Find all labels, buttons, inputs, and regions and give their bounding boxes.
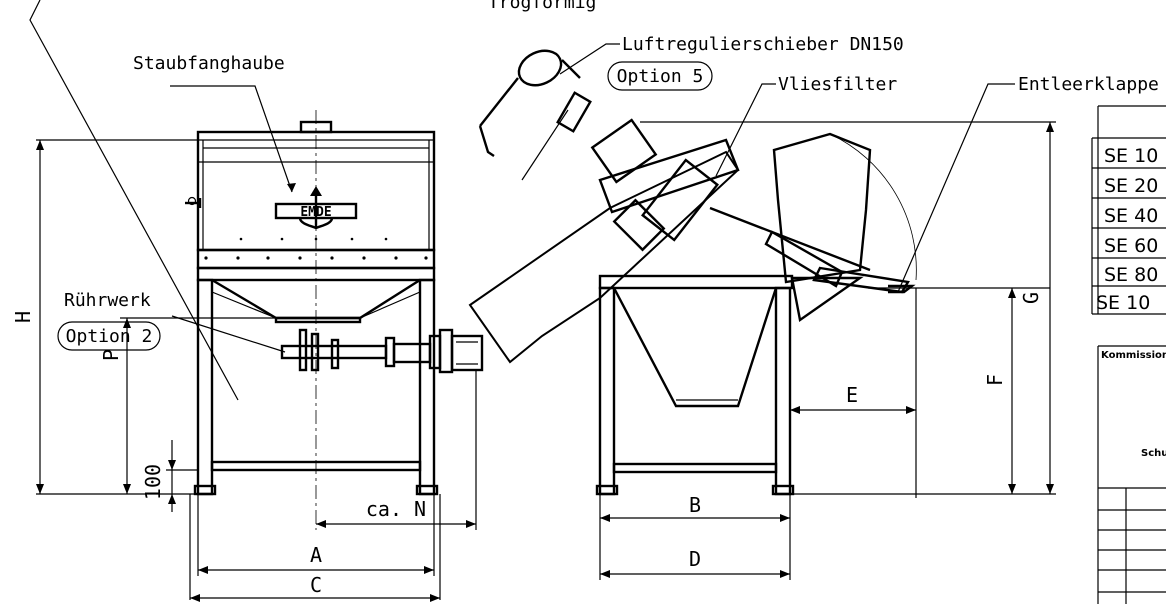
- fan-motor: [590, 118, 658, 184]
- side-hopper: [612, 287, 778, 408]
- side-hood: [772, 132, 872, 284]
- agitator-label: Rührwerk: [64, 290, 151, 311]
- filter-label: Vliesfilter: [778, 74, 897, 95]
- flap-cylinder: [764, 230, 844, 288]
- agitator-option-pill: [57, 321, 161, 351]
- protection-label: Schut: [1141, 448, 1166, 459]
- air-slide-option: Option 5: [617, 66, 704, 87]
- flap-leader: [897, 83, 1015, 293]
- filter-housing: [641, 158, 719, 242]
- filter-leader: [715, 83, 776, 177]
- air-slide-label: Luftregulierschieber DN150: [622, 34, 904, 55]
- commission-label: Kommission: [1101, 350, 1166, 361]
- dim-F: F: [983, 374, 1007, 386]
- dim-N: ca. N: [366, 497, 426, 521]
- hood-label: Staubfanghaube: [133, 53, 285, 74]
- size-table: SE 10 SE 20 SE 40 SE 60 SE 80 SE 10: [1091, 105, 1166, 315]
- hood-leader: [170, 85, 293, 193]
- side-leg-left: [598, 286, 616, 496]
- table-row-6: SE 10: [1096, 292, 1150, 314]
- top-cut-title: Trogförmig: [488, 0, 596, 13]
- dim-D: D: [689, 547, 701, 571]
- dim-C: C: [310, 573, 322, 597]
- dim-G: G: [1019, 292, 1043, 304]
- swing-arc: [829, 133, 917, 281]
- hood-dots: [239, 237, 388, 241]
- side-rim: [598, 274, 794, 290]
- leg-left: [196, 278, 214, 496]
- table-row-2: SE 20: [1104, 175, 1158, 197]
- dim-A: A: [310, 543, 322, 567]
- side-view: Luftregulierschieber DN150 Option 5 Vlie…: [468, 34, 1159, 580]
- band-bolts: [204, 256, 428, 260]
- agitator: [280, 328, 484, 374]
- leg-right: [418, 278, 436, 496]
- filter-cover: [468, 150, 740, 364]
- dim-P: P: [99, 349, 123, 361]
- dim-E: E: [846, 383, 858, 407]
- air-slide-leader: [559, 43, 620, 75]
- agitator-leader: [171, 315, 286, 353]
- dim-B: B: [689, 493, 701, 517]
- flap-label: Entleerklappe: [1018, 74, 1159, 95]
- side-leg-right: [774, 286, 792, 496]
- dim-100: 100: [141, 464, 165, 500]
- dim-H: H: [11, 311, 35, 323]
- latch-icon: [185, 196, 202, 208]
- table-row-1: SE 10: [1104, 145, 1158, 167]
- table-row-3: SE 40: [1104, 205, 1158, 227]
- title-block: Kommission Schut: [1097, 345, 1166, 604]
- air-slide-cylinder: [478, 49, 592, 181]
- air-slide-option-pill: [607, 61, 713, 91]
- leader-top-left: [29, 0, 239, 401]
- table-row-4: SE 60: [1104, 235, 1158, 257]
- table-row-5: SE 80: [1104, 264, 1158, 286]
- front-view: EMDE Staubf: [11, 0, 484, 602]
- agitator-option: Option 2: [66, 326, 153, 347]
